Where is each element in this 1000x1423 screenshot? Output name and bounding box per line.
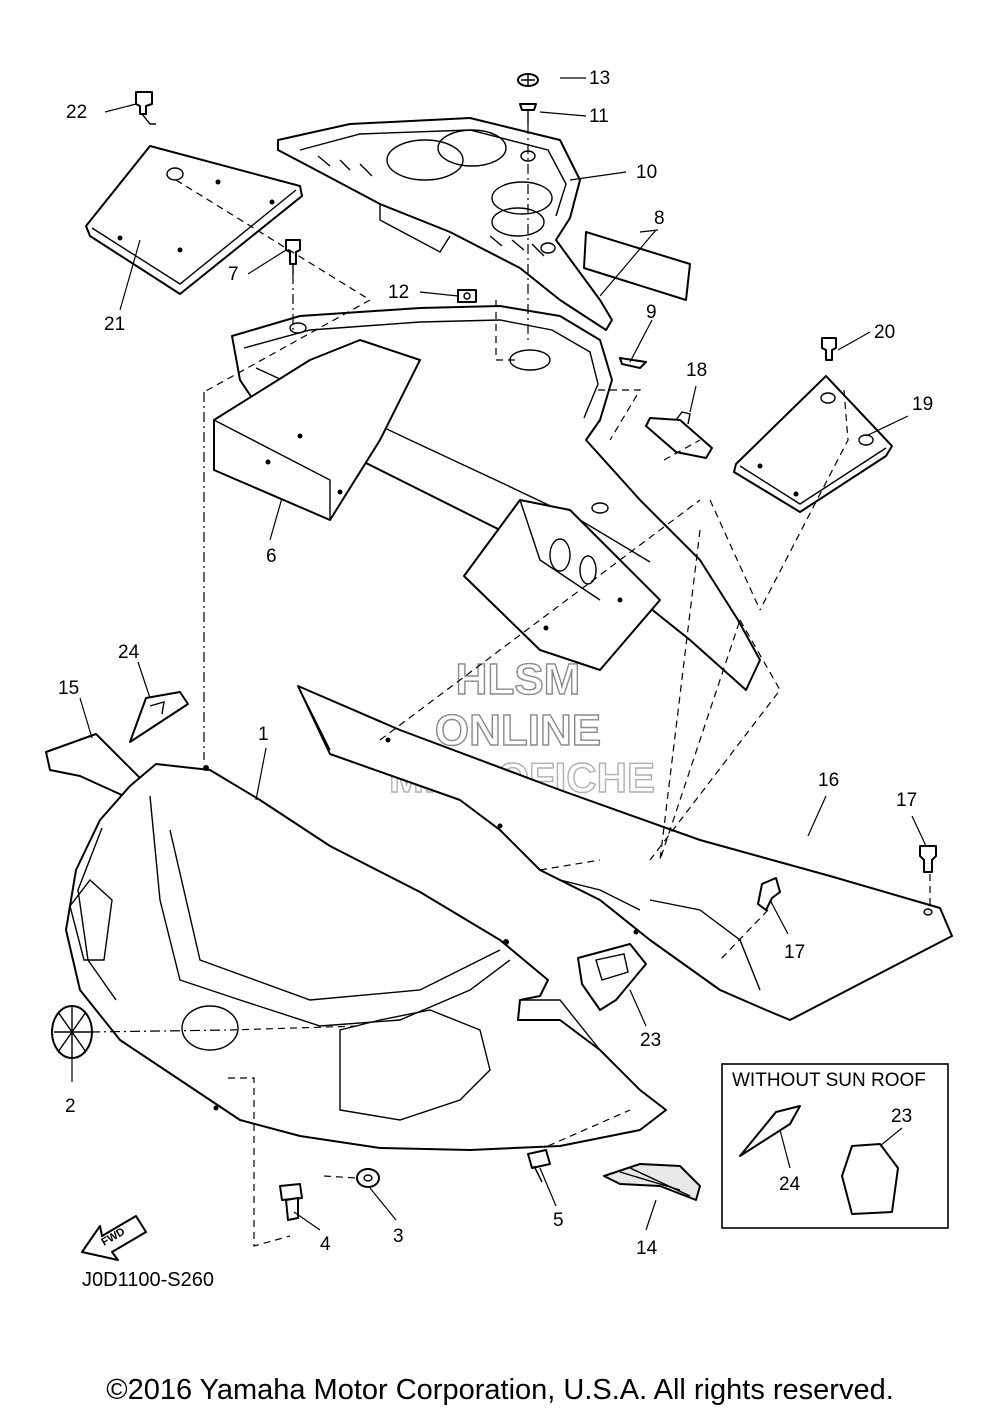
inset-callout-23: 23: [891, 1106, 912, 1127]
part-20-clip: [821, 337, 837, 361]
part-15-sticker: [45, 733, 143, 797]
callout-8: 8: [654, 208, 665, 229]
part-14-sticker: [603, 1163, 701, 1201]
part-9-clip: [619, 357, 647, 369]
callout-3: 3: [393, 1226, 404, 1247]
part-23-pocket: [577, 943, 647, 1011]
part-19-side-panel: [733, 375, 893, 513]
watermark-line2: ONLINE: [435, 706, 601, 755]
part-10-console-tray: [277, 117, 613, 331]
part-17-clip-upper: [919, 845, 937, 873]
callout-9: 9: [646, 302, 657, 323]
callout-17-upper: 17: [896, 790, 917, 811]
drawing-code: J0D1100-S260: [82, 1269, 214, 1291]
callout-19: 19: [912, 394, 933, 415]
part-1-hood-cover: [65, 763, 667, 1151]
part-24-trim: [129, 691, 189, 743]
copyright-notice: ©2016 Yamaha Motor Corporation, U.S.A. A…: [106, 1374, 894, 1406]
inset-part-24: [739, 1105, 801, 1157]
fwd-arrow: FWD: [81, 1215, 147, 1261]
callout-16: 16: [818, 770, 839, 791]
callout-15: 15: [58, 678, 79, 699]
callout-12: 12: [388, 282, 409, 303]
part-7-clip: [285, 239, 301, 274]
callout-2: 2: [65, 1096, 76, 1117]
part-17-clip-lower: [757, 877, 781, 911]
callout-1: 1: [258, 724, 269, 745]
part-12-nut: [457, 289, 477, 303]
part-5-bolt: [527, 1149, 551, 1183]
callout-numbers: 22 21 13 11 10 8 9 12 7 18 20 19 6 24 15…: [58, 68, 933, 1259]
part-4-bolt: [279, 1183, 303, 1221]
leader-lines: [71, 77, 927, 1231]
part-16-floor-panel: [297, 685, 953, 1021]
part-3-washer: [356, 1168, 380, 1188]
callout-13: 13: [589, 68, 610, 89]
callout-24: 24: [118, 642, 140, 663]
callout-17-lower: 17: [784, 942, 805, 963]
inset-callout-24: 24: [779, 1174, 801, 1195]
inset-part-23: [841, 1143, 899, 1215]
watermark-line1: HLSM: [456, 655, 581, 704]
callout-14: 14: [636, 1238, 658, 1259]
callout-10: 10: [636, 162, 657, 183]
part-18-bracket: [645, 411, 713, 459]
part-11-screw: [519, 103, 537, 124]
callout-20: 20: [874, 322, 895, 343]
part-6-console-frame: [213, 305, 761, 691]
callout-18: 18: [686, 360, 707, 381]
inset-box-title: WITHOUT SUN ROOF: [732, 1070, 926, 1091]
assembly-lines: [89, 124, 931, 1247]
part-13-cap: [517, 73, 539, 87]
callout-23: 23: [640, 1030, 661, 1051]
inset-box: WITHOUT SUN ROOF 24 23: [721, 1063, 949, 1229]
callout-11: 11: [589, 106, 609, 127]
callout-7: 7: [228, 264, 239, 285]
callout-22: 22: [66, 102, 87, 123]
part-8-label: [583, 231, 691, 301]
part-21-side-panel: [85, 145, 303, 295]
callout-5: 5: [553, 1210, 564, 1231]
part-22-clip: [135, 91, 156, 125]
callout-21: 21: [104, 314, 125, 335]
callout-6: 6: [266, 546, 277, 567]
callout-4: 4: [320, 1234, 331, 1255]
part-2-grommet: [51, 1005, 93, 1059]
